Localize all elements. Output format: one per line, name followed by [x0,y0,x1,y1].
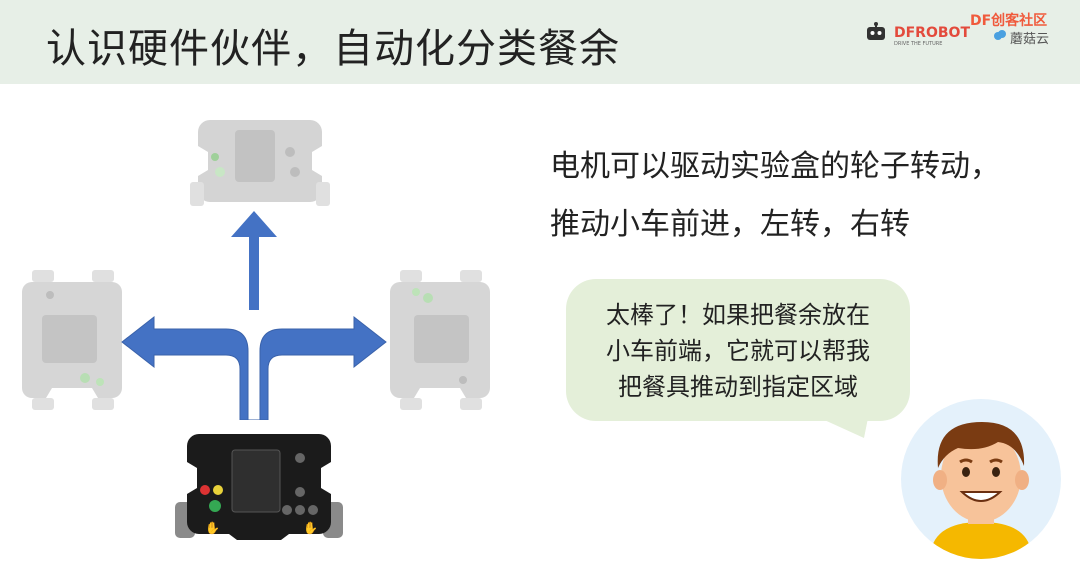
robot-car-main: ✋ ✋ [175,434,343,540]
mushroom-cloud-wordmark: 蘑菇云 [1010,32,1050,47]
robot-car-faded-right [390,270,490,410]
slide-header: 认识硬件伙伴，自动化分类餐余 DFROBOT DRIVE THE FUTURE … [0,0,1080,84]
robot-car-faded-left [22,270,122,410]
dfrobot-tagline: DRIVE THE FUTURE [894,41,943,47]
speech-line-1: 太棒了！如果把餐余放在 [606,301,870,329]
robot-car-faded-top [190,120,330,206]
community-watermark: DF创客社区 [970,13,1048,29]
speech-bubble-tail [820,418,868,438]
brand-logos: DFROBOT DRIVE THE FUTURE DF创客社区 蘑菇云 [860,10,1070,50]
speech-bubble: 太棒了！如果把餐余放在 小车前端，它就可以帮我 把餐具推动到指定区域 [566,279,910,421]
direction-arrows-icon [121,211,387,420]
dfrobot-wordmark: DFROBOT [894,25,970,41]
speech-bubble-text: 太棒了！如果把餐余放在 小车前端，它就可以帮我 把餐具推动到指定区域 [566,297,910,405]
boy-avatar-icon [901,399,1061,559]
description-line-1: 电机可以驱动实验盒的轮子转动， [550,149,1000,184]
dfrobot-logo-icon [867,22,885,40]
speech-line-3: 把餐具推动到指定区域 [618,373,858,401]
mushroom-cloud-logo-icon [994,30,1006,40]
svg-text:✋: ✋ [303,521,318,535]
svg-text:✋: ✋ [205,521,220,535]
slide-title: 认识硬件伙伴，自动化分类餐余 [46,26,620,72]
speech-line-2: 小车前端，它就可以帮我 [606,337,870,365]
description-line-2: 推动小车前进，左转，右转 [550,207,910,242]
